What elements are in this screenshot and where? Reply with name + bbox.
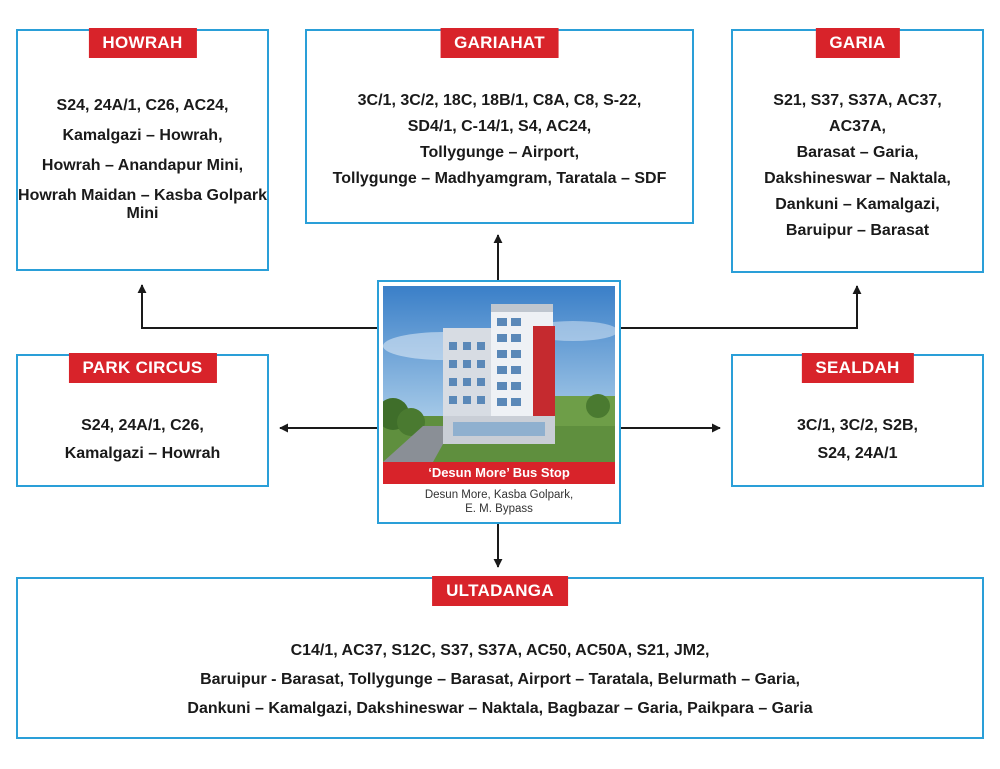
destination-title: ULTADANGA (432, 576, 568, 606)
route-line: Kamalgazi – Howrah (64, 445, 221, 462)
destination-title: HOWRAH (88, 28, 197, 58)
building-photo (383, 286, 615, 462)
route-line: Dankuni – Kamalgazi, Dakshineswar – Nakt… (187, 700, 813, 717)
route-line: Barasat – Garia, (796, 144, 919, 161)
bus-stop-address: Desun More, Kasba Golpark, E. M. Bypass (379, 488, 619, 516)
destination-title: SEALDAH (801, 353, 914, 383)
route-line: 3C/1, 3C/2, S2B, (797, 417, 918, 434)
route-line: AC37A, (829, 118, 886, 135)
route-list: S24, 24A/1, C26, AC24, Kamalgazi – Howra… (18, 91, 267, 223)
destination-ultadanga: ULTADANGA C14/1, AC37, S12C, S37, S37A, … (16, 576, 984, 739)
address-line: E. M. Bypass (465, 503, 533, 515)
destination-title: PARK CIRCUS (68, 353, 217, 383)
route-line: Howrah Maidan – Kasba Golpark Mini (18, 187, 267, 222)
destination-howrah: HOWRAH S24, 24A/1, C26, AC24, Kamalgazi … (16, 28, 269, 271)
destination-gariahat: GARIAHAT 3C/1, 3C/2, 18C, 18B/1, C8A, C8… (305, 28, 694, 224)
address-line: Desun More, Kasba Golpark, (424, 489, 574, 501)
route-line: S24, 24A/1, C26, (81, 417, 204, 434)
route-list: 3C/1, 3C/2, S2B, S24, 24A/1 (733, 412, 982, 468)
route-line: Baruipur - Barasat, Tollygunge – Barasat… (200, 671, 800, 688)
route-list: C14/1, AC37, S12C, S37, S37A, AC50, AC50… (18, 636, 982, 723)
destination-garia: GARIA S21, S37, S37A, AC37, AC37A, Baras… (731, 28, 984, 273)
bus-stop-card: ‘Desun More’ Bus Stop Desun More, Kasba … (377, 280, 621, 524)
route-line: Howrah – Anandapur Mini, (41, 157, 244, 174)
destination-park-circus: PARK CIRCUS S24, 24A/1, C26, Kamalgazi –… (16, 353, 269, 487)
route-line: S21, S37, S37A, AC37, (773, 92, 942, 109)
route-line: S24, 24A/1 (817, 445, 898, 462)
destination-sealdah: SEALDAH 3C/1, 3C/2, S2B, S24, 24A/1 (731, 353, 984, 487)
route-line: Dakshineswar – Naktala, (764, 170, 951, 187)
destination-title: GARIAHAT (440, 28, 559, 58)
route-line: C14/1, AC37, S12C, S37, S37A, AC50, AC50… (290, 642, 710, 659)
route-line: Tollygunge – Airport, (419, 144, 580, 161)
route-line: Dankuni – Kamalgazi, (775, 196, 940, 213)
route-line: Kamalgazi – Howrah, (62, 127, 223, 144)
bus-stop-title: ‘Desun More’ Bus Stop (383, 462, 615, 484)
route-list: S21, S37, S37A, AC37, AC37A, Barasat – G… (733, 88, 982, 244)
arrow-to-garia (621, 285, 862, 329)
destination-title: GARIA (815, 28, 900, 58)
route-list: S24, 24A/1, C26, Kamalgazi – Howrah (18, 412, 267, 468)
route-line: Tollygunge – Madhyamgram, Taratala – SDF (332, 170, 667, 187)
route-line: S24, 24A/1, C26, AC24, (56, 97, 229, 114)
route-line: SD4/1, C-14/1, S4, AC24, (407, 118, 592, 135)
route-line: Baruipur – Barasat (785, 222, 930, 239)
route-list: 3C/1, 3C/2, 18C, 18B/1, C8A, C8, S-22, S… (307, 88, 692, 192)
route-line: 3C/1, 3C/2, 18C, 18B/1, C8A, C8, S-22, (357, 92, 642, 109)
arrow-to-howrah (137, 284, 377, 329)
